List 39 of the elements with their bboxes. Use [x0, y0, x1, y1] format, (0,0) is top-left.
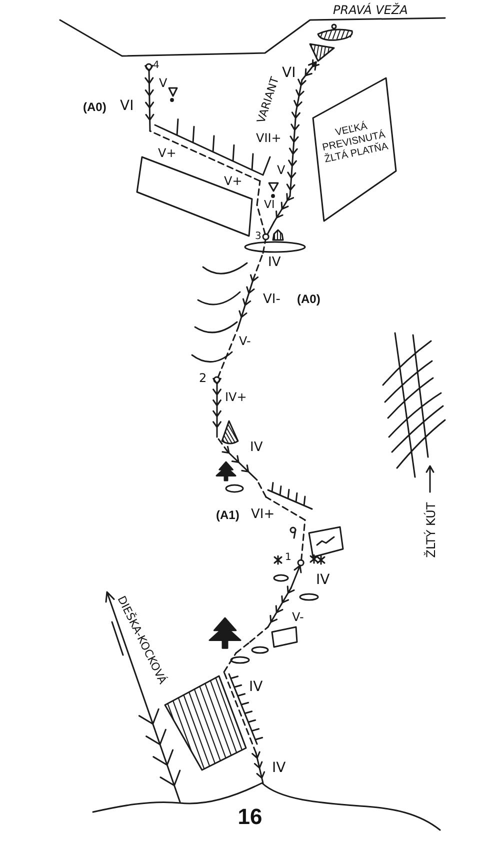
grade-label: IV: [250, 441, 263, 454]
grade-label: V-: [292, 611, 304, 623]
peak-name: PRAVÁ VEŽA: [333, 4, 408, 16]
rock-slab: [313, 78, 396, 221]
belay-number: 3: [255, 232, 262, 242]
grade-label: V+: [224, 175, 242, 187]
belay-number: 4: [153, 61, 160, 71]
grade-label: IV+: [225, 391, 247, 403]
grade-label: VI: [120, 99, 134, 113]
grade-label: VI-: [263, 293, 280, 306]
grade-label: VI: [264, 199, 275, 210]
route-line: [217, 239, 266, 378]
aid-grade-label: (A1): [216, 509, 240, 521]
belay-number: 2: [199, 372, 207, 384]
belay-circle: [146, 64, 152, 70]
belay-circle: [263, 234, 269, 240]
aid-grade-label: (A0): [83, 101, 106, 113]
grade-label: IV: [316, 573, 330, 587]
aid-grade-label: (A0): [297, 293, 320, 305]
grade-label: VI+: [251, 508, 275, 521]
grade-label: IV: [249, 680, 263, 694]
belay-circle: [214, 377, 220, 383]
route-arrow: [223, 564, 302, 784]
route-line: [144, 64, 266, 236]
belay-number: 1: [285, 553, 292, 563]
belay-circle: [298, 560, 304, 566]
route-line: [212, 378, 306, 561]
grade-label: VII+: [256, 132, 282, 144]
figure-number: 16: [238, 806, 262, 828]
route-arrow: [266, 59, 320, 236]
feature-name: ŽLTÝ KÚT: [425, 502, 437, 558]
grade-label: IV: [268, 256, 281, 269]
grade-label: V: [277, 164, 286, 176]
grade-label: V: [159, 77, 168, 89]
hatched-rocks-icon: [309, 24, 353, 62]
grade-label: V+: [158, 147, 176, 159]
grade-label: V-: [239, 335, 251, 347]
grade-label: IV: [272, 761, 286, 775]
grade-label: VI: [282, 66, 296, 80]
